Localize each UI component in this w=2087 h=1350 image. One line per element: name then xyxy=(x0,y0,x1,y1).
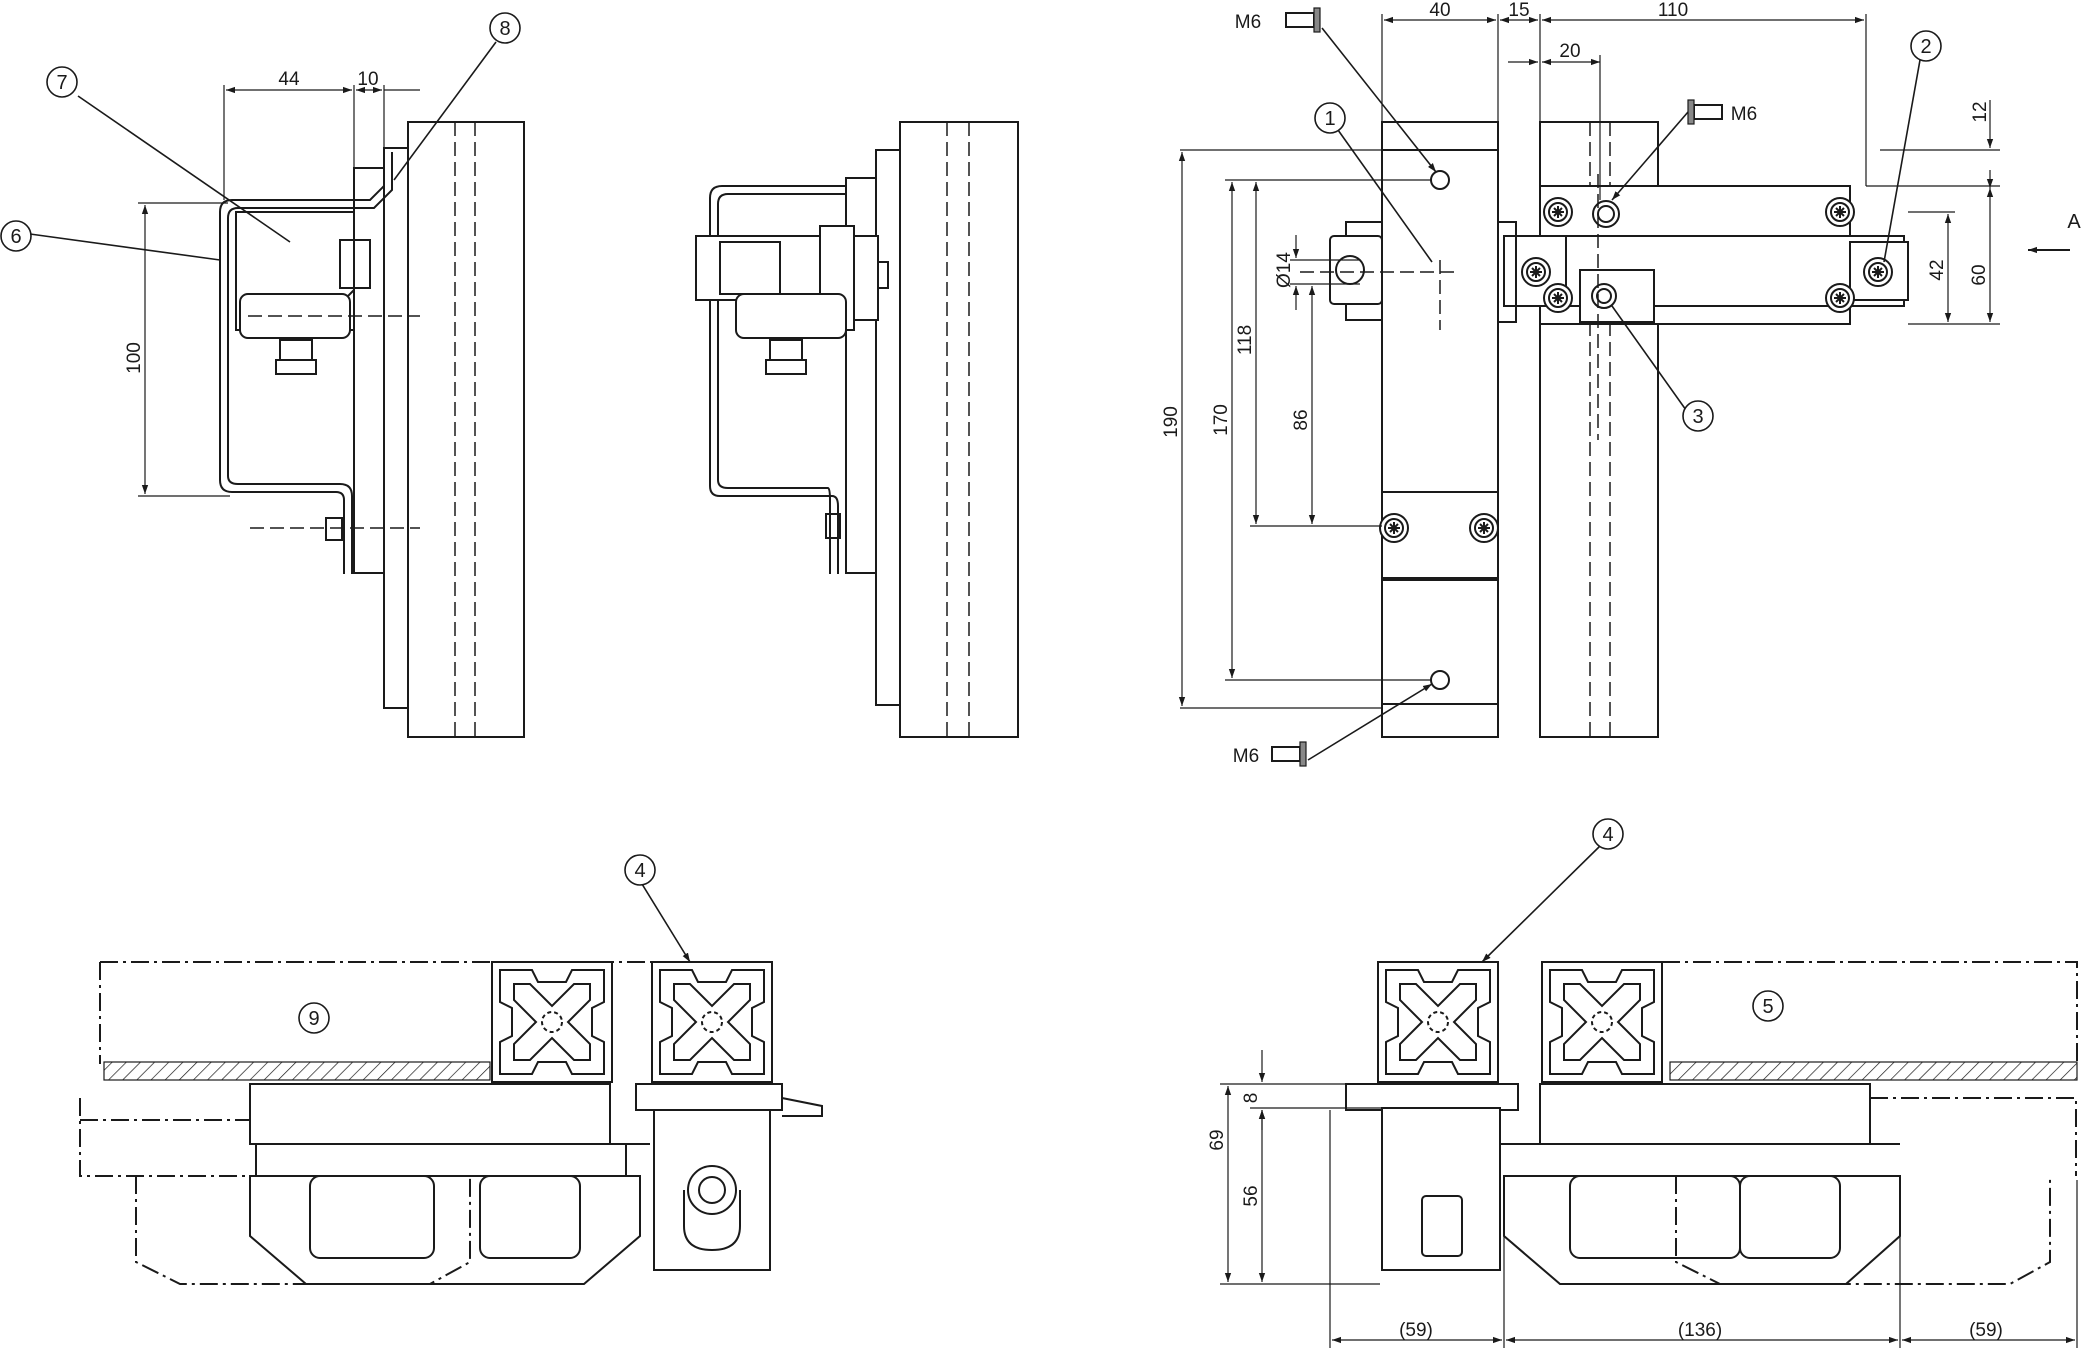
dim-40: 40 xyxy=(1429,0,1450,21)
dim-8: 8 xyxy=(1241,1093,1262,1104)
dim-59-right: (59) xyxy=(1969,1320,2003,1341)
dim-136: (136) xyxy=(1678,1320,1722,1341)
dim-118: 118 xyxy=(1235,325,1256,355)
dim-59-left: (59) xyxy=(1399,1320,1433,1341)
side-view: 44 10 100 7 6 8 xyxy=(0,12,525,738)
side-view-variant xyxy=(695,121,1019,738)
callout-1: 1 xyxy=(1324,108,1335,130)
bottom-right-view: 4 5 8 69 56 (59) (136) (59) xyxy=(1207,818,2078,1348)
callout-5: 5 xyxy=(1762,996,1773,1018)
callout-9-circle xyxy=(489,12,521,44)
dim-110: 110 xyxy=(1658,0,1688,21)
callout-6-circle xyxy=(298,1002,330,1034)
dim-dia14: Ø14 xyxy=(1274,252,1295,288)
callout-8: 7 xyxy=(56,72,67,94)
dim-12: 12 xyxy=(1970,101,1991,122)
dim-170: 170 xyxy=(1211,404,1232,436)
callout-4-left-circle xyxy=(624,854,656,886)
dim-42: 42 xyxy=(1927,259,1948,280)
callout-8-circle xyxy=(46,66,78,98)
m6-label-top: M6 xyxy=(1235,12,1261,33)
callout-9: 8 xyxy=(499,18,510,40)
dim-44: 44 xyxy=(278,69,300,90)
bottom-left-view: 4 9 xyxy=(79,854,823,1285)
m6-label-right: M6 xyxy=(1731,104,1757,125)
callout-7: 6 xyxy=(10,226,21,248)
front-view: 40 15 110 20 12 42 60 190 170 118 86 xyxy=(1161,0,2081,767)
dim-56: 56 xyxy=(1241,1185,1262,1206)
callout-2: 2 xyxy=(1920,36,1931,58)
dim-86: 86 xyxy=(1291,409,1312,430)
dim-100: 100 xyxy=(124,342,145,374)
callout-7-circle xyxy=(0,220,32,252)
dim-10: 10 xyxy=(357,69,378,90)
dim-15: 15 xyxy=(1508,0,1529,21)
callout-4-right-circle xyxy=(1592,818,1624,850)
callout-5-circle xyxy=(1752,990,1784,1022)
dim-190: 190 xyxy=(1161,406,1182,438)
callout-3-circle xyxy=(1682,400,1714,432)
callout-3: 3 xyxy=(1692,406,1703,428)
view-arrow-label: A xyxy=(2067,211,2081,233)
callout-2-circle xyxy=(1910,30,1942,62)
dim-60: 60 xyxy=(1969,264,1990,285)
dim-20: 20 xyxy=(1559,41,1580,62)
callout-4-left: 4 xyxy=(634,860,645,882)
m6-label-bottom: M6 xyxy=(1233,746,1259,767)
callout-1-circle xyxy=(1314,102,1346,134)
callout-4-right: 4 xyxy=(1602,824,1613,846)
callout-6: 9 xyxy=(308,1008,319,1030)
dim-69: 69 xyxy=(1207,1129,1228,1150)
